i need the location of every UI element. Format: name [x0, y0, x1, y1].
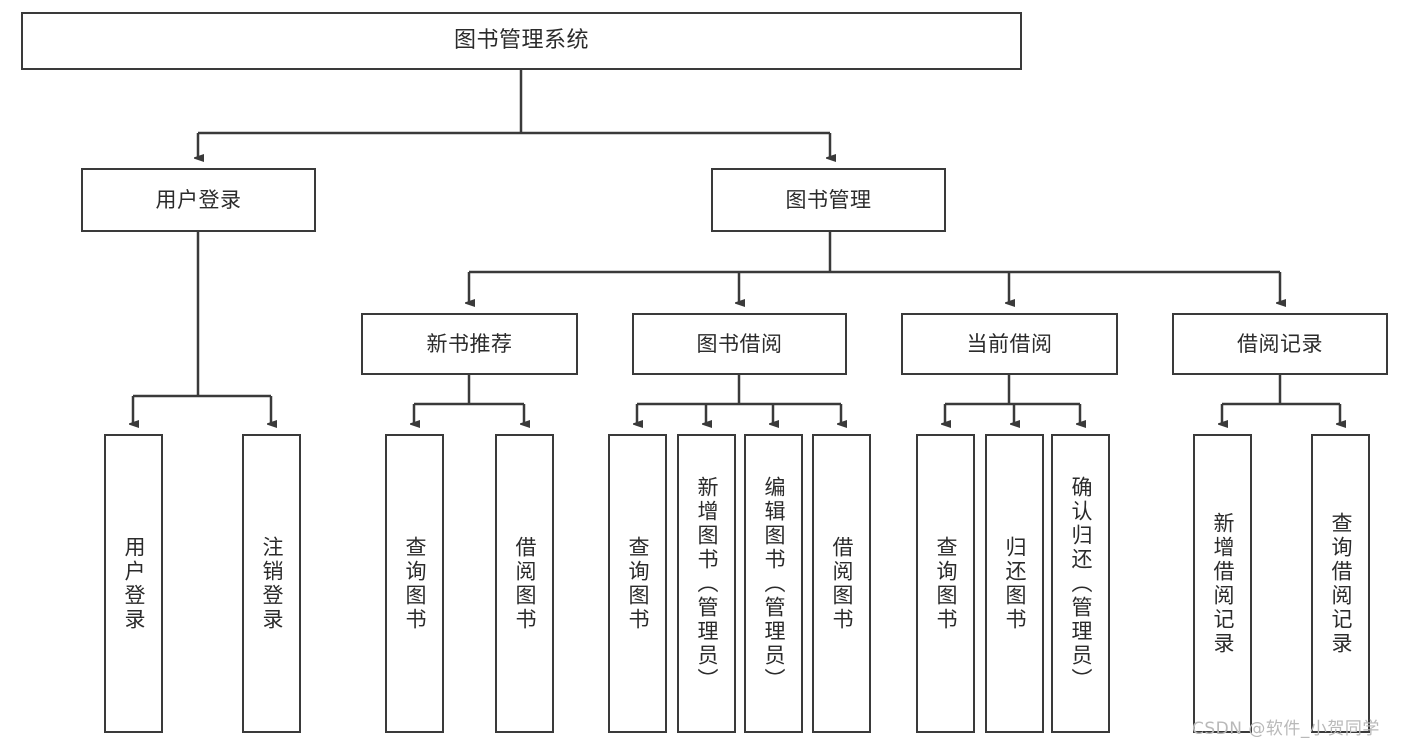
node-current-borrow-label: 当前借阅	[966, 331, 1053, 356]
leaf-current-confirm-return[interactable]: 确认归还（管理员）	[1051, 434, 1110, 733]
node-book-management[interactable]: 图书管理	[711, 168, 946, 232]
node-book-borrow-label: 图书借阅	[696, 331, 783, 356]
node-borrow-record[interactable]: 借阅记录	[1172, 313, 1388, 375]
leaf-record-add-record[interactable]: 新增借阅记录	[1193, 434, 1252, 733]
leaf-borrow-query-book-label: 查询图书	[626, 535, 650, 632]
node-user-login[interactable]: 用户登录	[81, 168, 316, 232]
node-borrow-record-label: 借阅记录	[1237, 331, 1323, 356]
leaf-current-confirm-return-label: 确认归还（管理员）	[1069, 475, 1093, 692]
leaf-borrow-add-book-label: 新增图书（管理员）	[695, 475, 719, 692]
node-current-borrow[interactable]: 当前借阅	[901, 313, 1118, 375]
leaf-current-query-book[interactable]: 查询图书	[916, 434, 975, 733]
node-new-book-recommend[interactable]: 新书推荐	[361, 313, 578, 375]
leaf-user-login-logout[interactable]: 注销登录	[242, 434, 301, 733]
leaf-current-query-book-label: 查询图书	[934, 535, 958, 632]
leaf-recommend-borrow-book[interactable]: 借阅图书	[495, 434, 554, 733]
watermark-text: CSDN @软件_小贺同学	[1192, 719, 1380, 739]
leaf-borrow-add-book[interactable]: 新增图书（管理员）	[677, 434, 736, 733]
leaf-current-return-book[interactable]: 归还图书	[985, 434, 1044, 733]
leaf-record-query-record-label: 查询借阅记录	[1329, 511, 1353, 656]
node-book-borrow[interactable]: 图书借阅	[632, 313, 847, 375]
node-root[interactable]: 图书管理系统	[21, 12, 1022, 70]
leaf-borrow-edit-book[interactable]: 编辑图书（管理员）	[744, 434, 803, 733]
node-book-management-label: 图书管理	[785, 187, 872, 212]
leaf-record-add-record-label: 新增借阅记录	[1211, 511, 1235, 656]
leaf-recommend-query-book[interactable]: 查询图书	[385, 434, 444, 733]
leaf-current-return-book-label: 归还图书	[1003, 535, 1027, 632]
leaf-user-login-logout-label: 注销登录	[260, 535, 284, 632]
leaf-user-login-login[interactable]: 用户登录	[104, 434, 163, 733]
leaf-borrow-edit-book-label: 编辑图书（管理员）	[762, 475, 786, 692]
leaf-recommend-query-book-label: 查询图书	[403, 535, 427, 632]
node-new-book-recommend-label: 新书推荐	[426, 331, 513, 356]
node-root-label: 图书管理系统	[453, 28, 589, 54]
leaf-borrow-borrow-book-label: 借阅图书	[830, 535, 854, 632]
leaf-recommend-borrow-book-label: 借阅图书	[513, 535, 537, 632]
leaf-record-query-record[interactable]: 查询借阅记录	[1311, 434, 1370, 733]
leaf-user-login-login-label: 用户登录	[122, 535, 146, 632]
node-user-login-label: 用户登录	[155, 187, 242, 212]
leaf-borrow-query-book[interactable]: 查询图书	[608, 434, 667, 733]
leaf-borrow-borrow-book[interactable]: 借阅图书	[812, 434, 871, 733]
